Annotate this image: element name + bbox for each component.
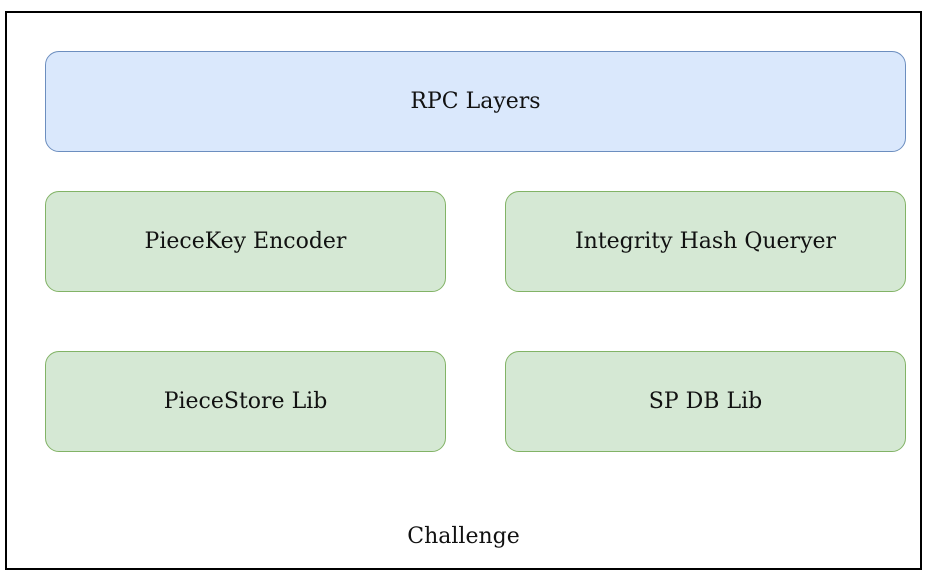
piecekey-encoder-label: PieceKey Encoder bbox=[144, 229, 347, 254]
integrity-hash-queryer-box: Integrity Hash Queryer bbox=[505, 191, 906, 292]
sp-db-lib-box: SP DB Lib bbox=[505, 351, 906, 452]
rpc-layers-label: RPC Layers bbox=[410, 89, 541, 114]
container-caption: Challenge bbox=[407, 524, 520, 549]
piecestore-lib-box: PieceStore Lib bbox=[45, 351, 446, 452]
rpc-layers-box: RPC Layers bbox=[45, 51, 906, 152]
piecekey-encoder-box: PieceKey Encoder bbox=[45, 191, 446, 292]
sp-db-lib-label: SP DB Lib bbox=[648, 389, 763, 414]
integrity-hash-queryer-label: Integrity Hash Queryer bbox=[574, 229, 837, 254]
piecestore-lib-label: PieceStore Lib bbox=[163, 389, 328, 414]
